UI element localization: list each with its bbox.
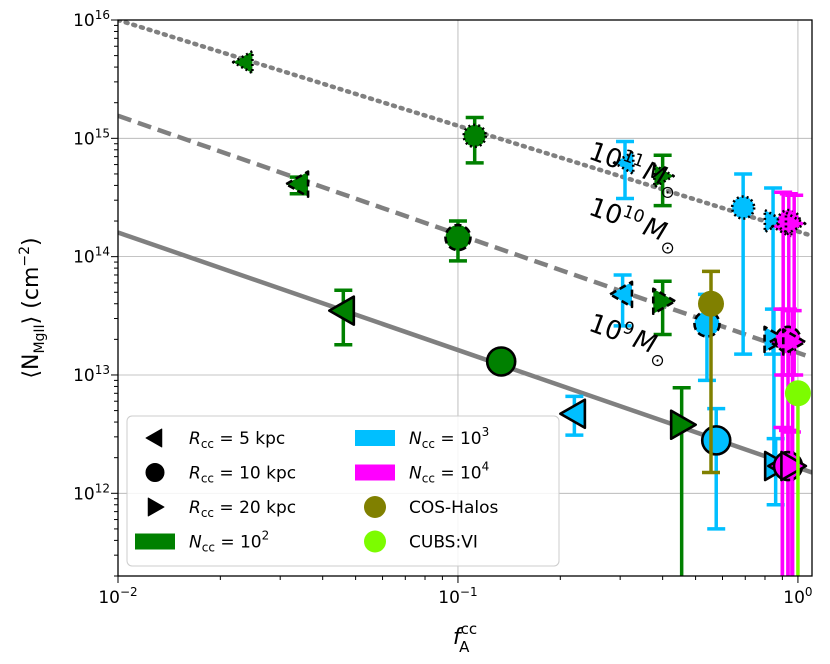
legend-label-r0: Ncc = 103 (409, 425, 489, 451)
y-tick-label: 1014 (73, 245, 110, 268)
series-2 (767, 190, 808, 576)
data-point (559, 398, 587, 430)
series-4 (784, 380, 811, 576)
legend-label-l2: Rcc = 20 kpc (189, 498, 296, 520)
data-point (697, 290, 724, 317)
x-tick-label: 10−1 (438, 585, 477, 608)
legend-label-l1: Rcc = 10 kpc (189, 464, 296, 486)
data-point (653, 163, 675, 189)
data-point (231, 49, 254, 75)
data-point (462, 123, 487, 149)
halo-mass-label-9: 109M⊙ (582, 306, 674, 372)
plot-frame (117, 19, 813, 577)
data-point (784, 380, 811, 407)
x-tick-label: 10−2 (98, 585, 137, 608)
legend-marker (145, 428, 163, 448)
data-point (612, 150, 635, 176)
legend-patch (135, 533, 175, 550)
data-point (284, 170, 310, 198)
legend-marker (147, 497, 165, 517)
y-tick-label: 1012 (73, 481, 110, 504)
data-point (669, 409, 697, 440)
legend-box (126, 415, 560, 567)
data-point (444, 223, 472, 252)
series-3 (697, 269, 724, 475)
data-point (651, 287, 677, 316)
y-tick-label: 1015 (73, 126, 110, 149)
plot-area (118, 20, 812, 576)
y-tick-label: 1016 (73, 8, 110, 31)
legend-patch (355, 430, 395, 446)
model-line-11 (118, 20, 812, 239)
data-point (485, 346, 517, 377)
legend-label-l0: Rcc = 5 kpc (189, 429, 285, 451)
data-point (608, 280, 634, 309)
series-1 (559, 139, 791, 531)
series-0 (231, 49, 697, 576)
legend-label-r2: COS-Halos (409, 498, 499, 518)
legend-label-r3: CUBS:VI (409, 533, 478, 553)
model-line-9 (118, 230, 812, 475)
legend-patch (355, 464, 395, 481)
legend-label-r1: Ncc = 104 (409, 460, 489, 486)
y-tick-label: 1013 (73, 363, 110, 386)
ticks (111, 19, 799, 583)
x-tick-label: 100 (783, 585, 812, 608)
data-point (780, 450, 808, 482)
legend-dot (364, 530, 386, 553)
y-axis-label: ⟨NMgII⟩ (cm−2) (17, 237, 48, 378)
data-point (784, 211, 807, 236)
data-point (730, 195, 756, 220)
legend-marker (145, 463, 165, 482)
data-point (328, 295, 356, 326)
data-point (700, 425, 732, 456)
data-point (781, 328, 807, 356)
legend-dot (364, 496, 386, 518)
legend-label-l3: Ncc = 102 (189, 529, 269, 555)
